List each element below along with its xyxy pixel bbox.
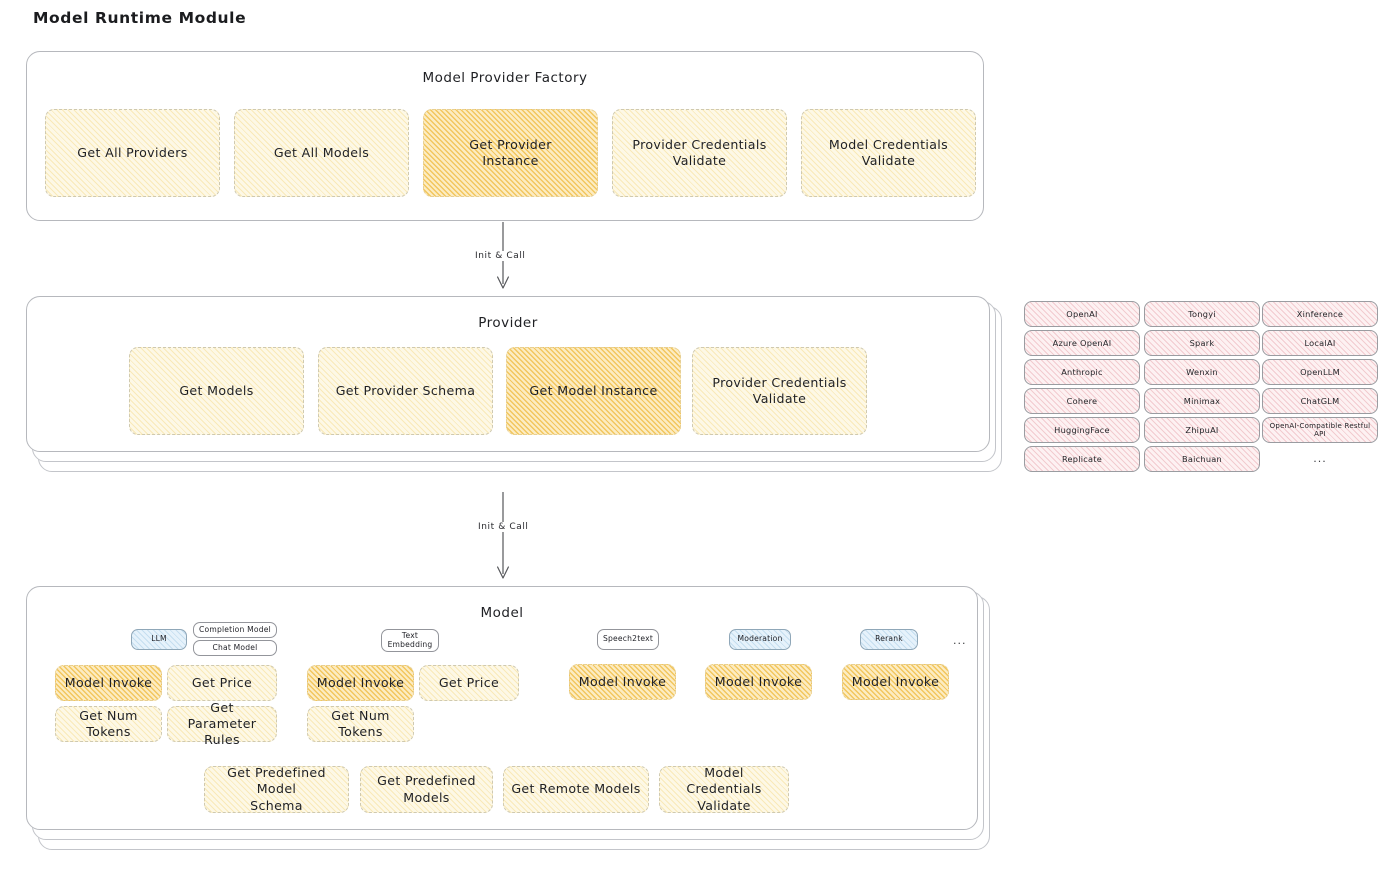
- provider-list-ellipsis: ...: [1313, 452, 1327, 465]
- model-provider-factory-panel: Model Provider Factory Get All Providers…: [26, 51, 984, 221]
- model-panel: Model LLM Completion Model Chat Model Mo…: [26, 586, 978, 830]
- provider-chip-minimax[interactable]: Minimax: [1144, 388, 1260, 414]
- node-speech2text-model-invoke[interactable]: Model Invoke: [569, 664, 676, 700]
- node-get-all-models[interactable]: Get All Models: [234, 109, 409, 197]
- node-llm-get-parameter-rules[interactable]: Get Parameter Rules: [167, 700, 277, 747]
- node-llm-get-price[interactable]: Get Price: [167, 665, 277, 701]
- node-model-credentials-validate-2[interactable]: Model Credentials Validate: [659, 765, 789, 813]
- node-rerank-model-invoke[interactable]: Model Invoke: [842, 664, 949, 700]
- badge-completion-model[interactable]: Completion Model: [193, 622, 277, 638]
- arrow-down-icon: [497, 492, 509, 579]
- node-get-model-instance[interactable]: Get Model Instance: [506, 347, 681, 435]
- node-text-embedding-get-num-tokens[interactable]: Get Num Tokens: [307, 706, 414, 742]
- node-llm-get-num-tokens[interactable]: Get Num Tokens: [55, 706, 162, 742]
- badge-moderation[interactable]: Moderation: [729, 629, 791, 650]
- node-get-predefined-model-schema[interactable]: Get Predefined Model Schema: [204, 765, 349, 813]
- badge-rerank[interactable]: Rerank: [860, 629, 918, 650]
- page-title: Model Runtime Module: [33, 9, 247, 27]
- provider-chip-wenxin[interactable]: Wenxin: [1144, 359, 1260, 385]
- provider-chip-cohere[interactable]: Cohere: [1024, 388, 1140, 414]
- node-model-credentials-validate[interactable]: Model Credentials Validate: [801, 109, 976, 197]
- node-get-remote-models[interactable]: Get Remote Models: [503, 766, 649, 813]
- node-get-all-providers[interactable]: Get All Providers: [45, 109, 220, 197]
- provider-chip-azure-openai[interactable]: Azure OpenAI: [1024, 330, 1140, 356]
- provider-chip-chatglm[interactable]: ChatGLM: [1262, 388, 1378, 414]
- arrow-label-init-and-call-1: Init & Call: [472, 251, 529, 261]
- provider-chip-openllm[interactable]: OpenLLM: [1262, 359, 1378, 385]
- model-types-ellipsis: ...: [953, 634, 967, 647]
- node-provider-credentials-validate-2[interactable]: Provider Credentials Validate: [692, 347, 867, 435]
- provider-chip-xinference[interactable]: Xinference: [1262, 301, 1378, 327]
- node-moderation-model-invoke[interactable]: Model Invoke: [705, 664, 812, 700]
- provider-panel: Provider Get Models Get Provider Schema …: [26, 296, 990, 452]
- badge-llm[interactable]: LLM: [131, 629, 187, 650]
- provider-chip-replicate[interactable]: Replicate: [1024, 446, 1140, 472]
- node-llm-model-invoke[interactable]: Model Invoke: [55, 665, 162, 701]
- provider-chip-anthropic[interactable]: Anthropic: [1024, 359, 1140, 385]
- badge-speech2text[interactable]: Speech2text: [597, 629, 659, 650]
- provider-chip-localai[interactable]: LocalAI: [1262, 330, 1378, 356]
- provider-chip-tongyi[interactable]: Tongyi: [1144, 301, 1260, 327]
- provider-chip-openai[interactable]: OpenAI: [1024, 301, 1140, 327]
- provider-chip-spark[interactable]: Spark: [1144, 330, 1260, 356]
- node-text-embedding-get-price[interactable]: Get Price: [419, 665, 519, 701]
- badge-text-embedding[interactable]: Text Embedding: [381, 629, 439, 652]
- node-get-provider-schema[interactable]: Get Provider Schema: [318, 347, 493, 435]
- node-text-embedding-model-invoke[interactable]: Model Invoke: [307, 665, 414, 701]
- provider-title: Provider: [478, 315, 538, 331]
- model-title: Model: [480, 605, 524, 621]
- provider-chip-baichuan[interactable]: Baichuan: [1144, 446, 1260, 472]
- arrow-provider-to-model: [489, 492, 517, 584]
- provider-chip-zhipuai[interactable]: ZhipuAI: [1144, 417, 1260, 443]
- arrow-label-init-and-call-2: Init & Call: [475, 522, 532, 532]
- node-get-predefined-models[interactable]: Get Predefined Models: [360, 766, 493, 813]
- provider-chip-huggingface[interactable]: HuggingFace: [1024, 417, 1140, 443]
- node-get-models[interactable]: Get Models: [129, 347, 304, 435]
- badge-chat-model[interactable]: Chat Model: [193, 640, 277, 656]
- node-provider-credentials-validate[interactable]: Provider Credentials Validate: [612, 109, 787, 197]
- provider-chip-openai-compatible-restful-api[interactable]: OpenAI-Compatible Restful API: [1262, 417, 1378, 443]
- model-provider-factory-title: Model Provider Factory: [422, 70, 588, 86]
- node-get-provider-instance[interactable]: Get Provider Instance: [423, 109, 598, 197]
